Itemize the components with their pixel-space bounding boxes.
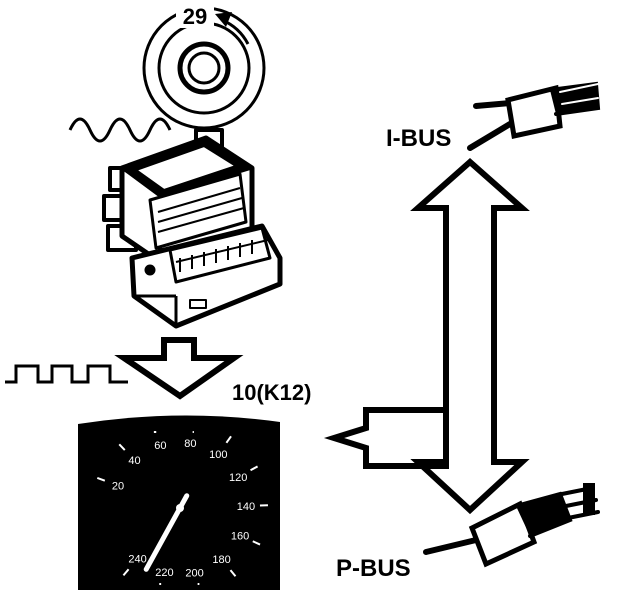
speedometer-tick-label: 80 <box>184 438 196 450</box>
rotation-arrow-icon <box>215 12 250 45</box>
speedometer-tick <box>225 435 232 444</box>
speedometer-tick-label: 20 <box>112 480 124 492</box>
pbus-cable-icon <box>423 483 600 568</box>
speedometer-tick-label: 120 <box>229 472 247 484</box>
speedometer-tick <box>122 568 130 577</box>
ibus-label: I-BUS <box>386 125 451 152</box>
ibus-cable-icon <box>467 81 601 151</box>
speedometer-tick-label: 160 <box>231 530 249 542</box>
label-backdrop <box>176 4 214 28</box>
speedometer-tick <box>118 443 126 451</box>
speedometer-tick <box>96 476 106 482</box>
speedometer-tick-label: 40 <box>128 455 140 467</box>
bus-arrow-icon <box>323 157 530 515</box>
speedometer-tick-label: 180 <box>212 554 230 566</box>
module-ref-label: 10(K12) <box>232 380 311 405</box>
square-wave-signal <box>5 364 128 384</box>
speedometer-tick-label: 140 <box>237 501 255 513</box>
speedometer-tick <box>252 540 261 546</box>
speedometer-tick-label: 200 <box>185 567 203 579</box>
speedometer-tick-label: 220 <box>155 567 173 579</box>
bus-arrows <box>323 157 530 515</box>
speedometer-tick <box>229 569 237 577</box>
down-arrow-icon <box>114 337 244 400</box>
speedometer-tick-label: 240 <box>128 554 146 566</box>
needle-hub <box>176 504 184 512</box>
speedometer-ticks <box>96 431 268 585</box>
sensor-ref-label: 29 <box>183 4 207 29</box>
sine-wave-signal <box>68 117 172 143</box>
pbus-label: P-BUS <box>336 555 411 582</box>
speedometer-tick <box>250 465 259 472</box>
speedometer-tick-label: 60 <box>154 440 166 452</box>
abs-control-module <box>102 128 283 329</box>
speedometer-tick-label: 100 <box>209 449 227 461</box>
